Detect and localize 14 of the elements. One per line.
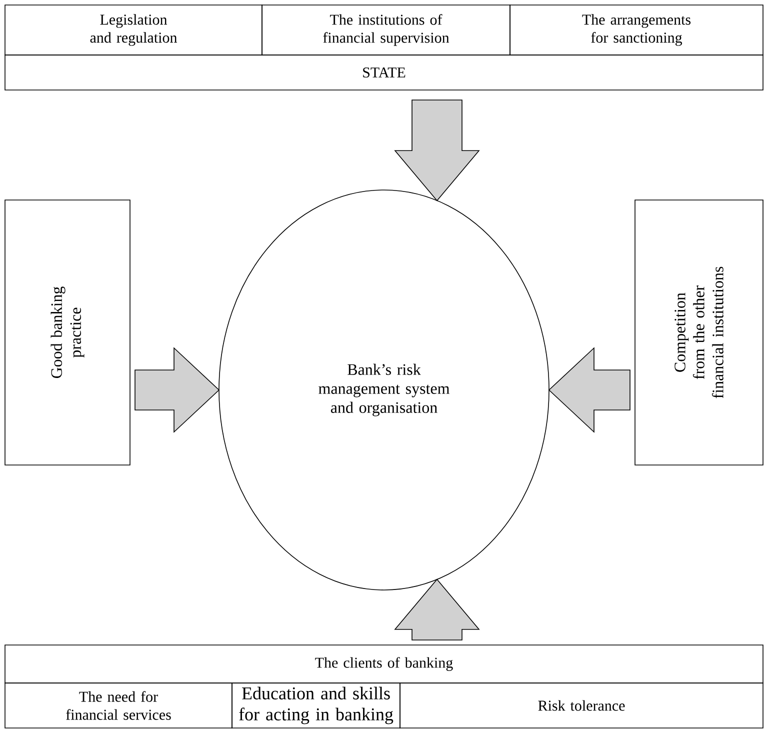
block-arrow <box>548 347 630 433</box>
text-box: The arrangements for sanctioning <box>510 4 764 56</box>
block-arrow <box>134 347 220 433</box>
text-box: The institutions of financial supervision <box>262 4 510 56</box>
text-box: Competition from the other financial institutions <box>634 200 764 466</box>
block-arrow <box>394 578 480 640</box>
text-box: The need for financial services <box>4 682 232 728</box>
text-box: Legislation and regulation <box>4 4 262 56</box>
text-box: The clients of banking <box>4 644 764 684</box>
text-box: Risk tolerance <box>400 682 764 728</box>
text-box: Education and skills for acting in banking <box>232 682 400 728</box>
block-arrow <box>394 100 480 202</box>
text-box: Good banking practice <box>4 200 130 466</box>
text-box: STATE <box>4 54 764 90</box>
